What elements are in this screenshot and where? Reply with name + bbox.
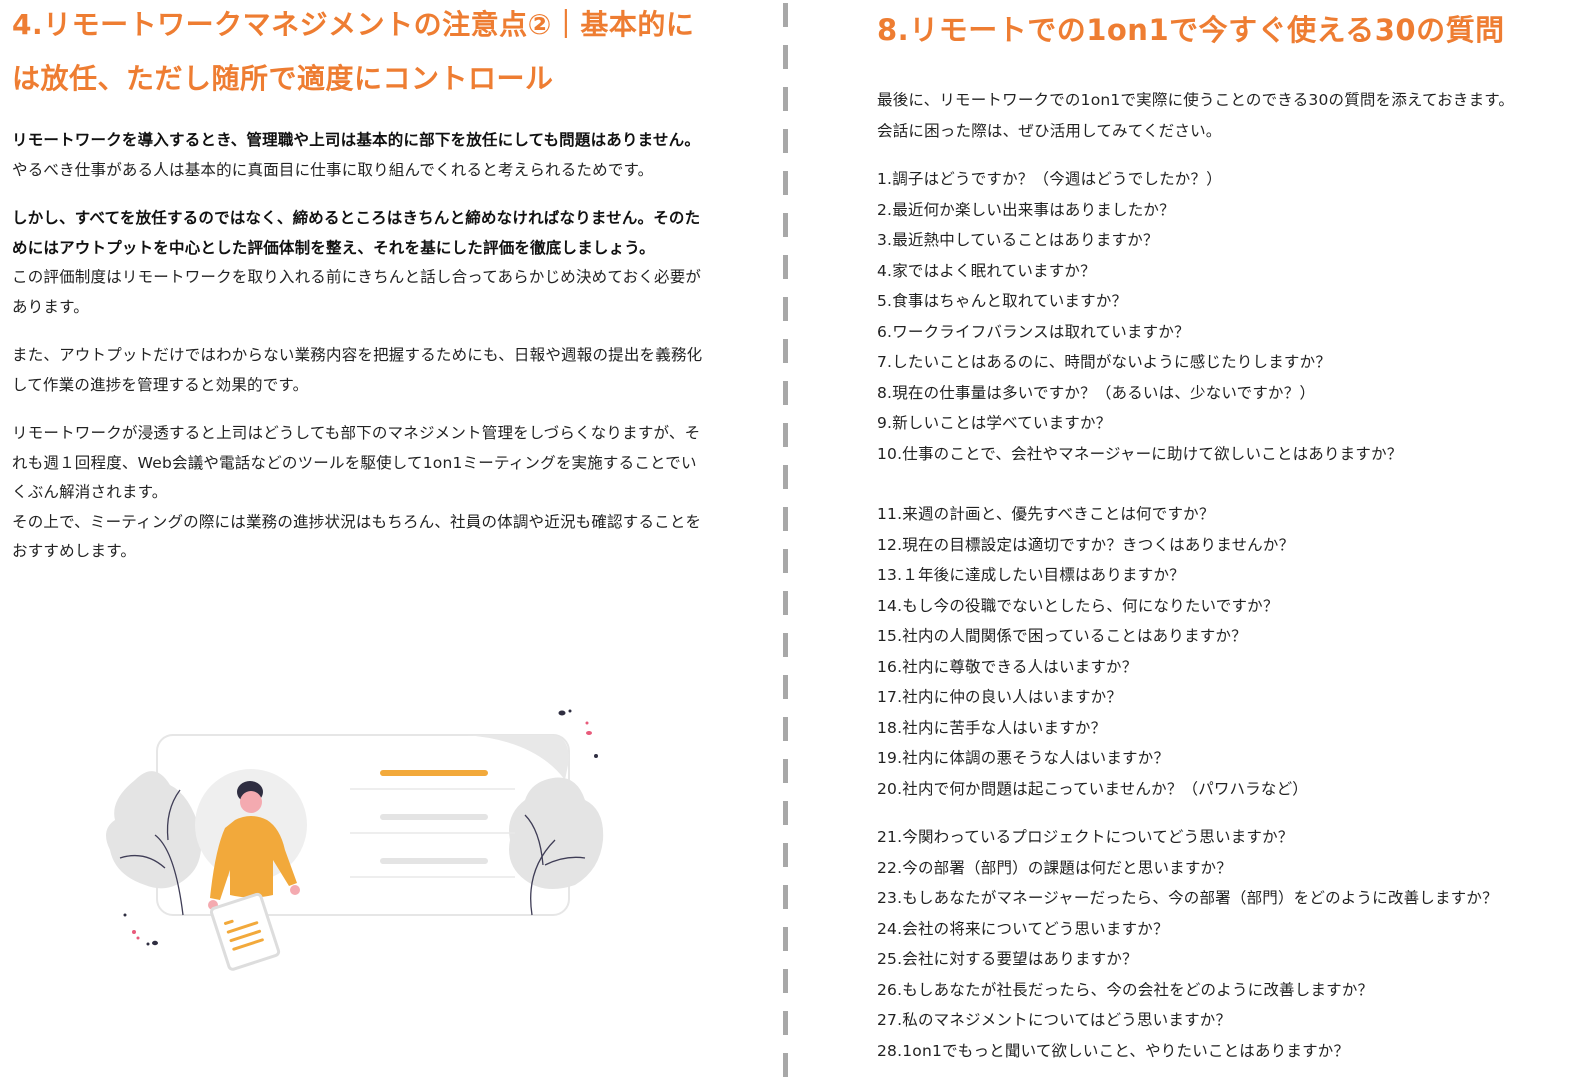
body-text: やるべき仕事がある人は基本的に真面目に仕事に取り組んでくれると考えられるためです… [12, 160, 654, 179]
paragraph-block-3: また、アウトプットだけではわからない業務内容を把握するためにも、日報や週報の提出… [12, 341, 712, 400]
question-item: 11.来週の計画と、優先すべきことは何ですか？ [877, 505, 1215, 523]
body-text: この評価制度はリモートワークを取り入れる前にきちんと話し合ってあらかじめ決めてお… [12, 268, 702, 316]
question-list-11-20: 11.来週の計画と、優先すべきことは何ですか？ 12.現在の目標設定は適切ですか… [877, 499, 1586, 804]
question-item: 17.社内に仲の良い人はいますか？ [877, 688, 1123, 706]
right-article-section: 8.リモートでの1on1で今すぐ使える30の質問 最後に、リモートワークでの1o… [877, 0, 1586, 1066]
question-item: 27.私のマネジメントについてはどう思いますか？ [877, 1011, 1232, 1029]
question-list-21-28: 21.今関わっているプロジェクトについてどう思いますか？ 22.今の部署（部門）… [877, 822, 1586, 1066]
question-item: 21.今関わっているプロジェクトについてどう思いますか？ [877, 828, 1294, 846]
question-item: 10.仕事のことで、会社やマネージャーに助けて欲しいことはありますか？ [877, 444, 1403, 463]
question-item: 23.もしあなたがマネージャーだったら、今の部署（部門）をどのように改善しますか… [877, 889, 1498, 907]
column-divider [783, 3, 788, 1083]
question-item: 25.会社に対する要望はありますか？ [877, 950, 1138, 968]
tree-icon [509, 777, 604, 889]
body-text: リモートワークが浸透すると上司はどうしても部下のマネジメント管理をしづらくなりま… [12, 424, 701, 501]
question-item: 12.現在の目標設定は適切ですか？きつくはありませんか？ [877, 535, 1295, 554]
document-icon [209, 892, 281, 971]
question-item: 15.社内の人間関係で困っていることはありますか？ [877, 627, 1247, 645]
question-item: 13.１年後に達成したい目標はありますか？ [877, 566, 1185, 584]
paragraph-block-4: リモートワークが浸透すると上司はどうしても部下のマネジメント管理をしづらくなりま… [12, 419, 712, 567]
left-article-section: 4.リモートワークマネジメントの注意点②｜基本的には放任、ただし随所で適度にコン… [12, 0, 712, 567]
question-list-1-10: 1.調子はどうですか？（今週はどうでしたか？） 2.最近何か楽しい出来事はありま… [877, 164, 1586, 469]
question-item: 4.家ではよく眠れていますか？ [877, 261, 1096, 280]
question-item: 8.現在の仕事量は多いですか？（あるいは、少ないですか？） [877, 383, 1316, 402]
question-item: 3.最近熱中していることはありますか？ [877, 231, 1159, 249]
bold-text: リモートワークを導入するとき、管理職や上司は基本的に部下を放任にしても問題はあり… [12, 131, 701, 149]
question-item: 26.もしあなたが社長だったら、今の会社をどのように改善しますか？ [877, 980, 1374, 999]
question-item: 6.ワークライフバランスは取れていますか？ [877, 322, 1190, 341]
question-item: 14.もし今の役職でないとしたら、何になりたいですか？ [877, 596, 1279, 615]
section-heading-4: 4.リモートワークマネジメントの注意点②｜基本的には放任、ただし随所で適度にコン… [12, 8, 695, 95]
tree-icon [106, 771, 202, 889]
question-item: 24.会社の将来についてどう思いますか？ [877, 919, 1169, 938]
person-with-document-illustration [95, 700, 635, 980]
question-item: 9.新しいことは学べていますか？ [877, 414, 1112, 432]
intro-line: 会話に困った際は、ぜひ活用してみてください。 [877, 122, 1222, 140]
question-item: 20.社内で何か問題は起こっていませんか？（パワハラなど） [877, 779, 1308, 798]
paragraph-block-1: リモートワークを導入するとき、管理職や上司は基本的に部下を放任にしても問題はあり… [12, 126, 712, 185]
question-item: 28.1on1でもっと聞いて欲しいこと、やりたいことはありますか？ [877, 1041, 1350, 1060]
body-text: また、アウトプットだけではわからない業務内容を把握するためにも、日報や週報の提出… [12, 346, 703, 394]
intro-line: 最後に、リモートワークでの1on1で実際に使うことのできる30の質問を添えておき… [877, 91, 1515, 109]
question-item: 2.最近何か楽しい出来事はありましたか？ [877, 200, 1175, 219]
section-heading-8: 8.リモートでの1on1で今すぐ使える30の質問 [877, 13, 1505, 47]
question-item: 18.社内に苦手な人はいますか？ [877, 718, 1107, 737]
question-item: 7.したいことはあるのに、時間がないように感じたりしますか？ [877, 353, 1332, 371]
paragraph-block-2: しかし、すべてを放任するのではなく、締めるところはきちんと締めなければなりません… [12, 204, 712, 322]
question-item: 19.社内に体調の悪そうな人はいますか？ [877, 749, 1170, 767]
intro-text: 最後に、リモートワークでの1on1で実際に使うことのできる30の質問を添えておき… [877, 85, 1586, 147]
body-text: その上で、ミーティングの際には業務の進捗状況はもちろん、社員の体調や近況も確認す… [12, 512, 702, 561]
question-item: 5.食事はちゃんと取れていますか？ [877, 292, 1128, 310]
question-item: 22.今の部署（部門）の課題は何だと思いますか？ [877, 858, 1232, 877]
question-item: 1.調子はどうですか？（今週はどうでしたか？） [877, 170, 1222, 188]
bold-text: しかし、すべてを放任するのではなく、締めるところはきちんと締めなければなりません… [12, 209, 701, 257]
question-item: 16.社内に尊敬できる人はいますか？ [877, 657, 1138, 676]
